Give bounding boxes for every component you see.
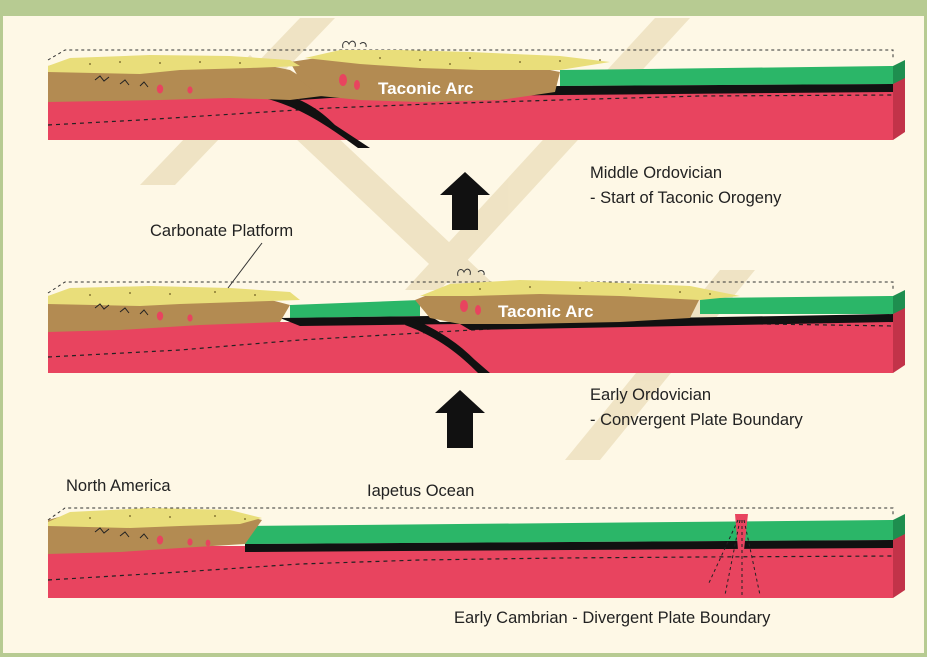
taconic-arc-label-top: Taconic Arc <box>378 79 473 99</box>
section-early-cambrian <box>48 508 905 598</box>
up-arrow-icon <box>435 390 485 448</box>
early-ordovician-subtitle: - Convergent Plate Boundary <box>590 411 803 430</box>
section-middle-ordovician <box>48 41 905 148</box>
volcano-icon <box>343 41 367 48</box>
north-america-label: North America <box>66 477 171 496</box>
middle-ordovician-title: Middle Ordovician <box>590 164 722 183</box>
taconic-arc-label-middle: Taconic Arc <box>498 302 593 322</box>
middle-ordovician-subtitle: - Start of Taconic Orogeny <box>590 189 781 208</box>
carbonate-platform-label: Carbonate Platform <box>150 222 293 241</box>
section-early-ordovician <box>48 243 905 373</box>
early-ordovician-title: Early Ordovician <box>590 386 711 405</box>
early-cambrian-title: Early Cambrian - Divergent Plate Boundar… <box>454 609 770 628</box>
iapetus-ocean-label: Iapetus Ocean <box>367 482 474 501</box>
